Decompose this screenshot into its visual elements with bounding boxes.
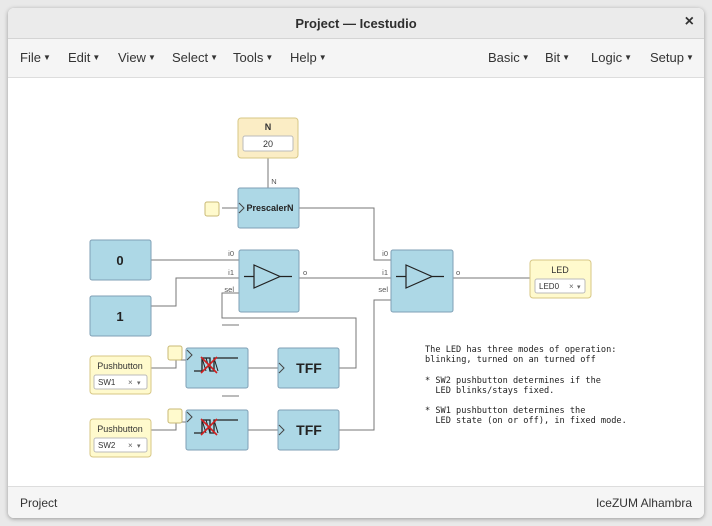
comment-line: LED blinks/stays fixed. [425,386,554,396]
prescaler-block[interactable]: PrescalerN N [204,177,300,229]
caret-down-icon: ▼ [147,53,156,62]
prescaler-label: PrescalerN [246,203,293,213]
cross-out-icon [200,418,218,436]
caret-down-icon: ▼ [42,53,51,62]
mux-block-2[interactable]: i0 i1 sel o [378,249,460,313]
pin-value: SW2 [98,441,116,450]
chevron-down-icon[interactable]: ▾ [137,443,141,450]
output-label: LED [551,265,569,275]
menu-setup[interactable]: Setup▼ [650,50,694,65]
tff-block-1[interactable]: TFF [277,347,340,389]
constant-block-0[interactable]: 0 [89,239,152,281]
port-label-i1: i1 [382,268,388,277]
comment-line: * SW2 pushbutton determines if the [425,376,601,386]
port-label-o: o [456,268,460,277]
pin-select-sw1[interactable] [93,374,148,390]
port-label-sel: sel [224,285,234,294]
wire-tff1-to-mux1-sel [221,292,357,369]
clock-edge-icon [238,202,245,214]
tff-block-2[interactable]: TFF [277,409,340,451]
port-label-sel: sel [378,285,388,294]
wire-sw1-to-debounce1 [151,359,186,369]
comment-line: blinking, turned on an turned off [425,355,596,365]
board-name[interactable]: IceZUM Alhambra [595,496,692,510]
caret-down-icon: ▼ [521,53,530,62]
clock-input-chip[interactable] [167,408,183,424]
menu-select[interactable]: Select▼ [172,50,219,65]
comment-line: The LED has three modes of operation: [425,345,616,355]
port-label-n: N [271,177,276,186]
clock-edge-icon [186,411,193,423]
clock-edge-icon [278,362,285,374]
clock-edge-icon [186,349,193,361]
debouncer-block-2[interactable] [167,408,249,451]
param-block-n[interactable]: N 20 [237,117,299,159]
pin-select-led[interactable] [534,278,586,294]
pin-value: LED0 [539,282,560,291]
title-bar: Project — Icestudio × [8,8,704,39]
comment-line: * SW1 pushbutton determines the [425,406,585,416]
param-label: N [265,122,272,132]
tff-label: TFF [296,360,322,376]
input-block-sw1[interactable]: Pushbutton SW1 × ▾ [89,355,152,395]
port-label-i1: i1 [228,268,234,277]
circuit-diagram: N 20 PrescalerN N 0 1 [89,117,627,458]
tff-label: TFF [296,422,322,438]
wire-tff2-to-mux2-sel [339,299,391,431]
constant-value: 0 [116,253,123,268]
app-window: Project — Icestudio × File▼ Edit▼ View▼ … [8,8,704,518]
menu-file[interactable]: File▼ [20,50,51,65]
pin-select-sw2[interactable] [93,437,148,453]
param-value: 20 [263,139,273,149]
mux-block-1[interactable]: i0 i1 sel o [224,249,307,313]
clear-icon[interactable]: × [128,378,133,387]
wire-prescaler-to-mux2-i0 [299,207,391,261]
caret-down-icon: ▼ [92,53,101,62]
menu-view[interactable]: View▼ [118,50,156,65]
status-bar: Project IceZUM Alhambra [8,486,704,518]
input-block-sw2[interactable]: Pushbutton SW2 × ▾ [89,418,152,458]
caret-down-icon: ▼ [318,53,327,62]
wire-const1-to-mux1-i1 [151,277,239,307]
menu-bar: File▼ Edit▼ View▼ Select▼ Tools▼ Help▼ B… [8,39,704,78]
menu-logic[interactable]: Logic▼ [591,50,632,65]
menu-help[interactable]: Help▼ [290,50,327,65]
design-canvas[interactable]: N 20 PrescalerN N 0 1 [8,78,704,486]
project-name: Project [20,496,58,510]
input-label: Pushbutton [97,424,143,434]
comment-line: LED state (on or off), in fixed mode. [425,416,627,426]
clock-input-chip[interactable] [167,345,183,361]
caret-down-icon: ▼ [265,53,274,62]
caret-down-icon: ▼ [685,53,694,62]
info-comment[interactable]: The LED has three modes of operation: bl… [425,345,627,426]
port-label-i0: i0 [228,249,234,258]
menu-tools[interactable]: Tools▼ [233,50,274,65]
port-label-i0: i0 [382,249,388,258]
caret-down-icon: ▼ [624,53,632,62]
chevron-down-icon[interactable]: ▾ [577,284,581,291]
clock-edge-icon [278,424,285,436]
clock-input-chip[interactable] [204,201,220,217]
menu-edit[interactable]: Edit▼ [68,50,101,65]
input-label: Pushbutton [97,361,143,371]
port-label-o: o [303,268,307,277]
clear-icon[interactable]: × [128,441,133,450]
wires [151,158,530,431]
window-title: Project — Icestudio [295,15,417,31]
caret-down-icon: ▼ [562,53,571,62]
constant-block-1[interactable]: 1 [89,295,152,337]
menu-bit[interactable]: Bit▼ [545,50,571,65]
constant-value: 1 [116,309,123,324]
pin-value: SW1 [98,378,116,387]
chevron-down-icon[interactable]: ▾ [137,380,141,387]
close-icon[interactable]: × [684,13,694,30]
output-block-led[interactable]: LED LED0 × ▾ [529,259,592,299]
param-value-field[interactable] [242,135,294,152]
clear-icon[interactable]: × [569,282,574,291]
menu-basic[interactable]: Basic▼ [488,50,530,65]
debouncer-block-1[interactable] [167,345,249,389]
cross-out-icon [200,356,218,374]
caret-down-icon: ▼ [210,53,219,62]
